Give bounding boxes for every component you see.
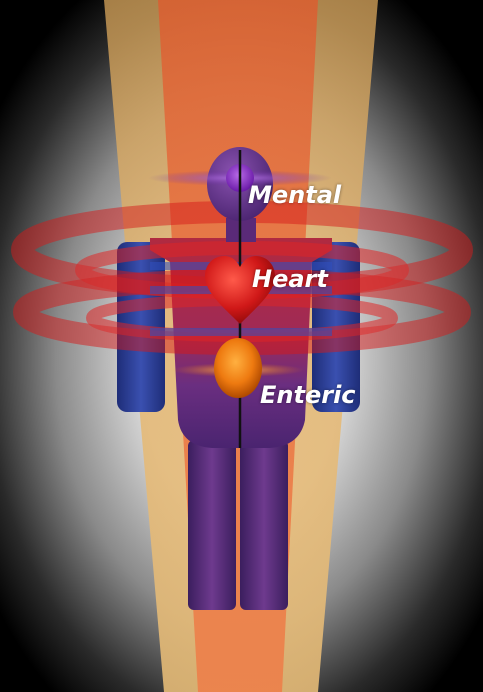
left-leg — [188, 440, 236, 610]
heart-label: Heart — [252, 265, 328, 293]
right-leg — [240, 440, 288, 610]
gut-center-orb — [214, 338, 262, 398]
mental-label: Mental — [248, 181, 341, 209]
enteric-label: Enteric — [260, 381, 356, 409]
